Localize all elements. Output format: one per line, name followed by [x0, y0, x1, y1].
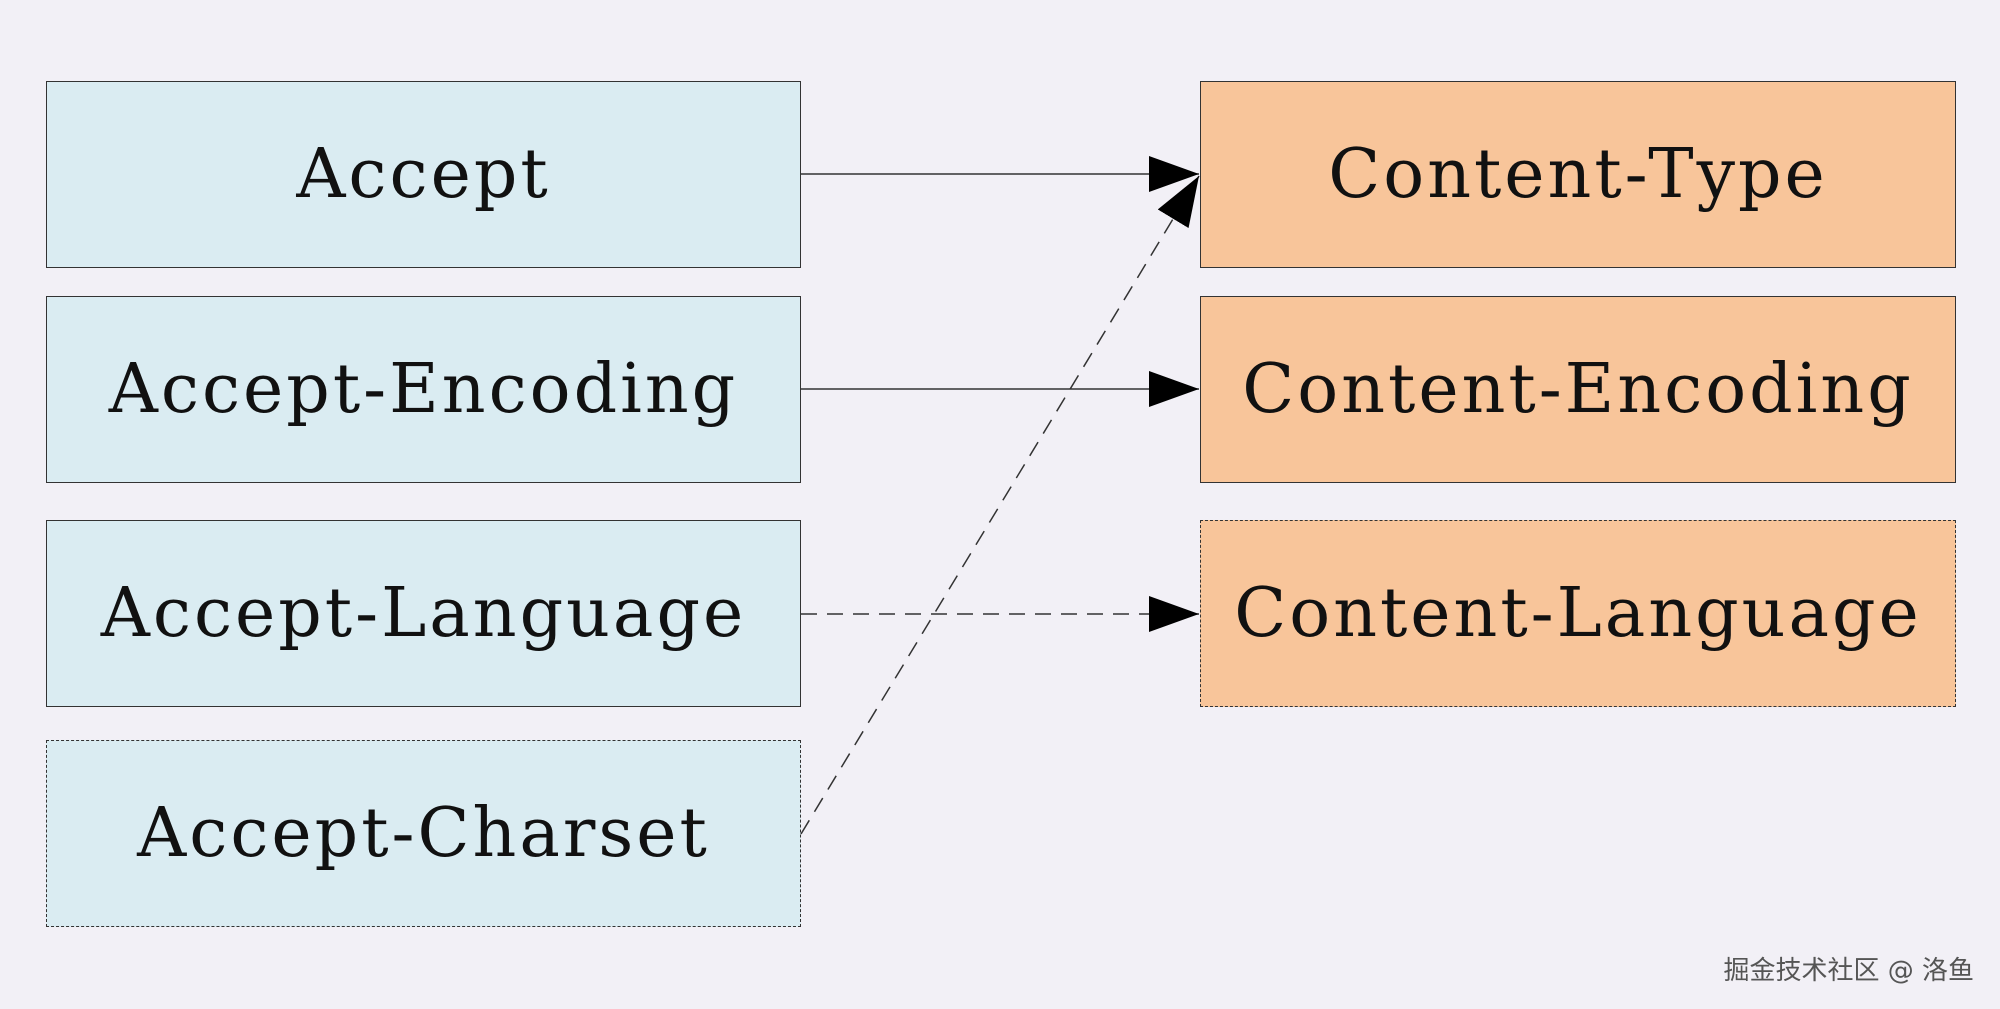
content-encoding-box: Content-Encoding [1200, 296, 1956, 483]
accept-language-box: Accept-Language [46, 520, 801, 707]
accept-label: Accept [296, 135, 551, 214]
accept-charset-to-content-type-arrow [800, 175, 1200, 835]
content-type-label: Content-Type [1328, 135, 1828, 214]
accept-encoding-box: Accept-Encoding [46, 296, 801, 483]
content-encoding-label: Content-Encoding [1242, 350, 1914, 429]
accept-encoding-label: Accept-Encoding [108, 350, 739, 429]
content-type-box: Content-Type [1200, 81, 1956, 268]
accept-box: Accept [46, 81, 801, 268]
content-language-label: Content-Language [1234, 574, 1922, 653]
watermark: 掘金技术社区 @ 洛鱼 [1723, 956, 1974, 986]
accept-language-label: Accept-Language [100, 574, 747, 653]
accept-charset-box: Accept-Charset [46, 740, 801, 927]
content-language-box: Content-Language [1200, 520, 1956, 707]
accept-charset-label: Accept-Charset [137, 794, 710, 873]
